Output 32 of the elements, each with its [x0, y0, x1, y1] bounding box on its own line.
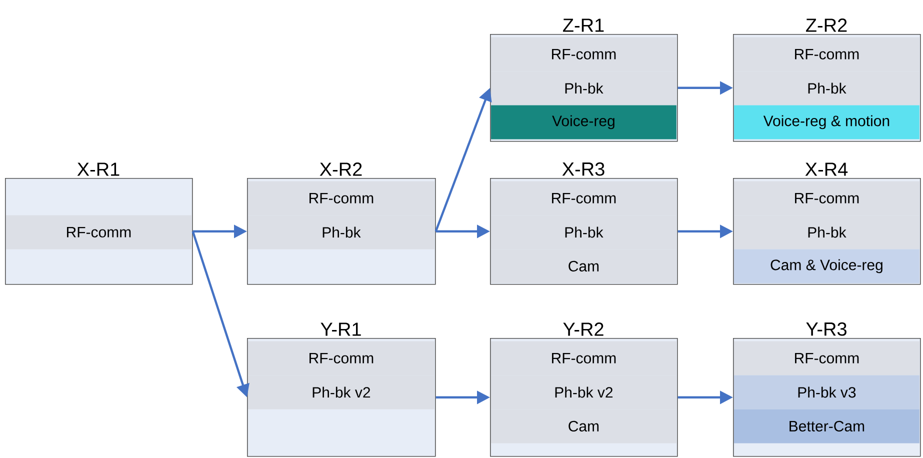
box-heading: X-R1 [77, 162, 120, 176]
box-heading: Z-R2 [806, 18, 847, 32]
feature-band: RF-comm [248, 181, 434, 216]
box-heading: X-R4 [805, 162, 848, 176]
feature-band: RF-comm [6, 215, 192, 250]
feature-band: Ph-bk [248, 215, 434, 250]
feature-band: Cam [491, 249, 676, 284]
box-heading: Y-R2 [563, 322, 604, 336]
feature-band: Ph-bk [734, 71, 920, 106]
feature-band: Ph-bk [734, 215, 920, 250]
box-heading: X-R3 [562, 162, 604, 176]
feature-band: Cam & Voice-reg [734, 249, 920, 284]
feature-band: Ph-bk v3 [734, 375, 920, 410]
feature-band: RF-comm [248, 341, 434, 376]
box-heading: Y-R1 [320, 322, 361, 336]
feature-band: Ph-bk [491, 71, 676, 106]
feature-band: RF-comm [734, 37, 920, 72]
box-heading: Y-R3 [806, 322, 846, 336]
feature-band: Ph-bk v2 [491, 375, 676, 410]
feature-band: Voice-reg [491, 105, 676, 140]
feature-band: Voice-reg & motion [734, 105, 920, 140]
feature-band: RF-comm [734, 181, 920, 216]
feature-band: RF-comm [491, 181, 676, 216]
feature-band: Cam [491, 409, 676, 444]
feature-band: Ph-bk [491, 215, 676, 250]
feature-band: Better-Cam [734, 409, 920, 444]
feature-band: Ph-bk v2 [248, 375, 434, 410]
box-heading: X-R2 [320, 162, 362, 176]
feature-band: RF-comm [491, 37, 676, 72]
box-heading: Z-R1 [563, 18, 604, 32]
feature-band: RF-comm [491, 341, 676, 376]
feature-band: RF-comm [734, 341, 920, 376]
